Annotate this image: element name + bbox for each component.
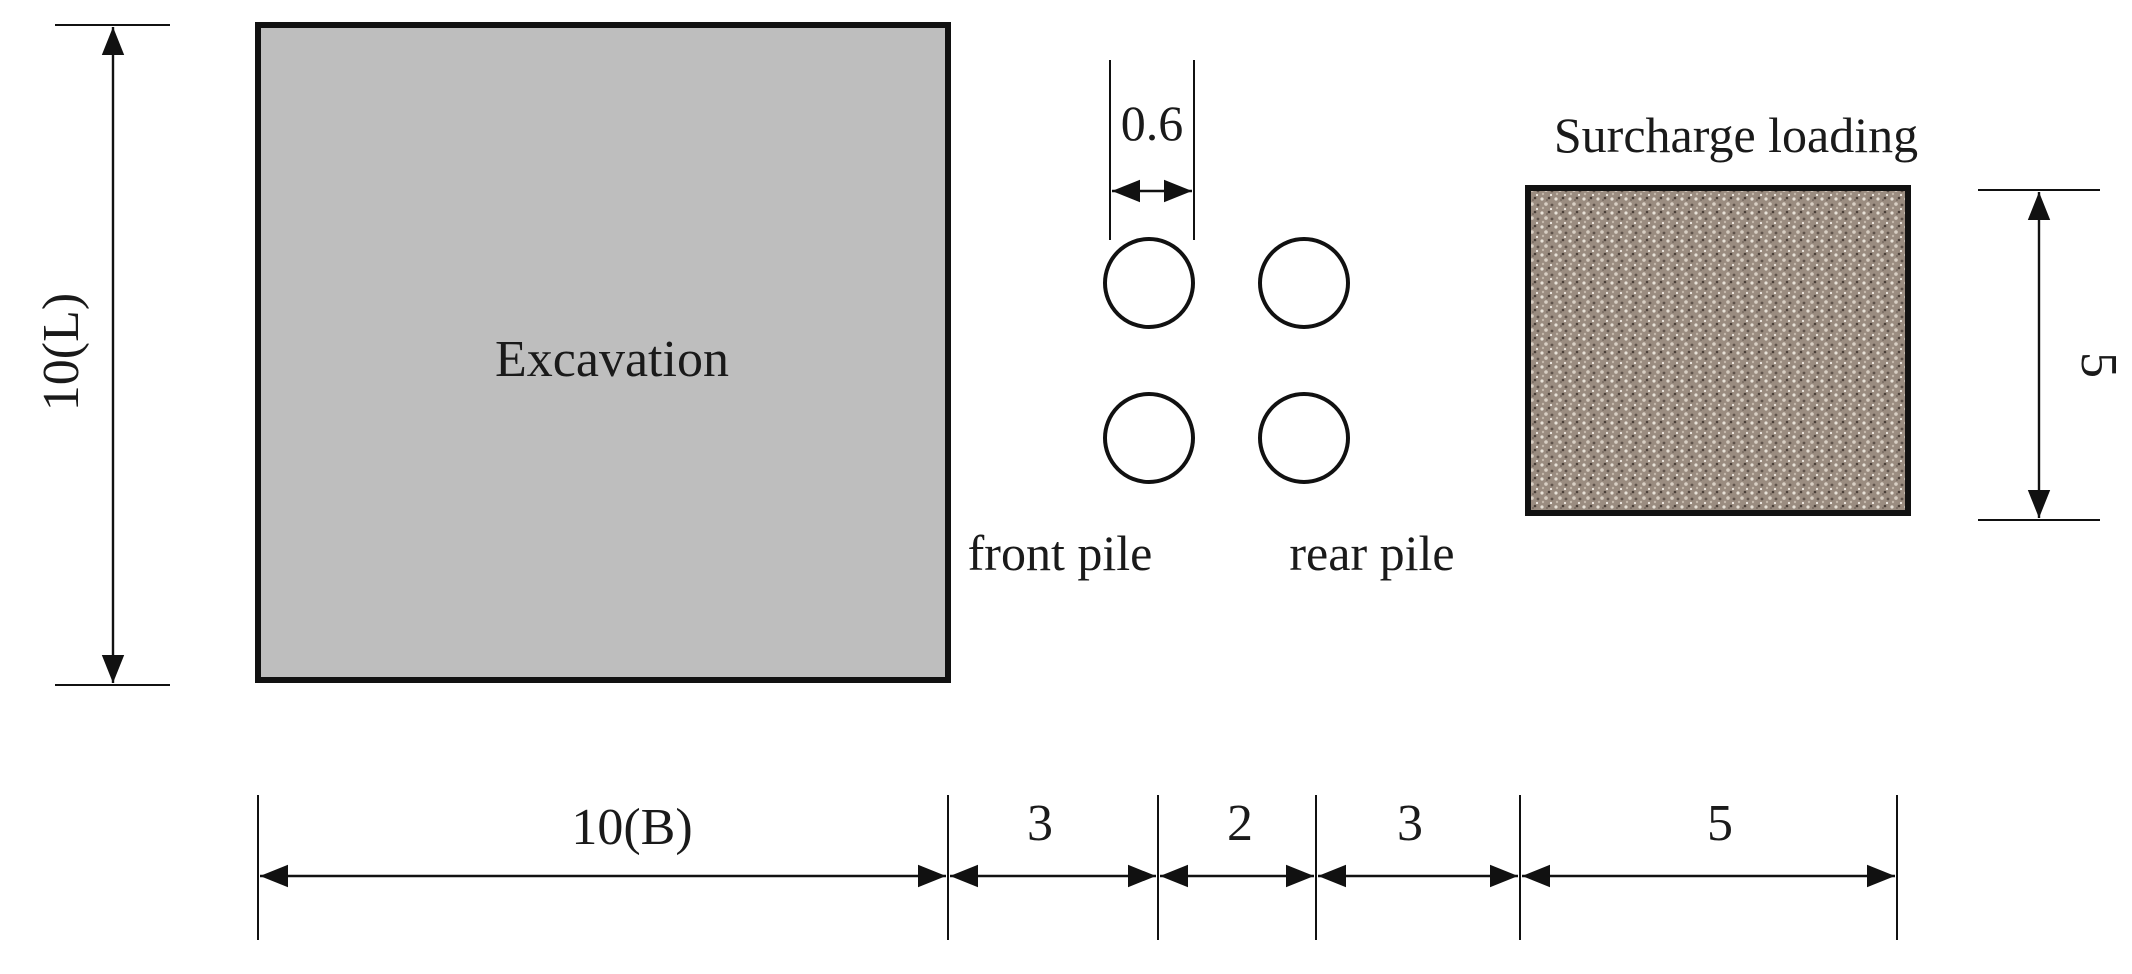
dimension-label-pile-spacing: 2 <box>1227 795 1253 852</box>
front-pile-label: front pile <box>968 525 1153 581</box>
dimension-bottom-chain: 10(B) 3 2 3 5 <box>257 795 1898 940</box>
excavation-box <box>255 22 951 683</box>
pile-group: front pile rear pile <box>968 237 1455 581</box>
dimension-label-length: 10(L) <box>33 293 90 411</box>
dimension-surcharge-height: 5 <box>1978 189 2127 521</box>
surcharge-loading: Surcharge loading <box>1525 107 1918 516</box>
dimension-label-gap-rear: 3 <box>1397 795 1423 852</box>
front-pile-bottom <box>1103 392 1195 484</box>
dimension-length: 10(L) <box>33 24 170 686</box>
dimension-label-width: 10(B) <box>571 799 692 856</box>
dimension-label-surcharge-width: 5 <box>1707 795 1733 852</box>
dimension-pile-diameter: 0.6 <box>1109 60 1195 240</box>
rear-pile-top <box>1258 237 1350 329</box>
rear-pile-label: rear pile <box>1289 525 1454 581</box>
surcharge-label: Surcharge loading <box>1554 107 1918 163</box>
dimension-label-gap-front: 3 <box>1027 795 1053 852</box>
rear-pile-bottom <box>1258 392 1350 484</box>
dimension-label-surcharge-height: 5 <box>2070 352 2127 378</box>
dimension-label-diameter: 0.6 <box>1121 95 1184 151</box>
front-pile-top <box>1103 237 1195 329</box>
excavation-label: Excavation <box>495 331 729 388</box>
surcharge-box <box>1525 185 1911 516</box>
excavation-area: Excavation <box>255 22 951 683</box>
